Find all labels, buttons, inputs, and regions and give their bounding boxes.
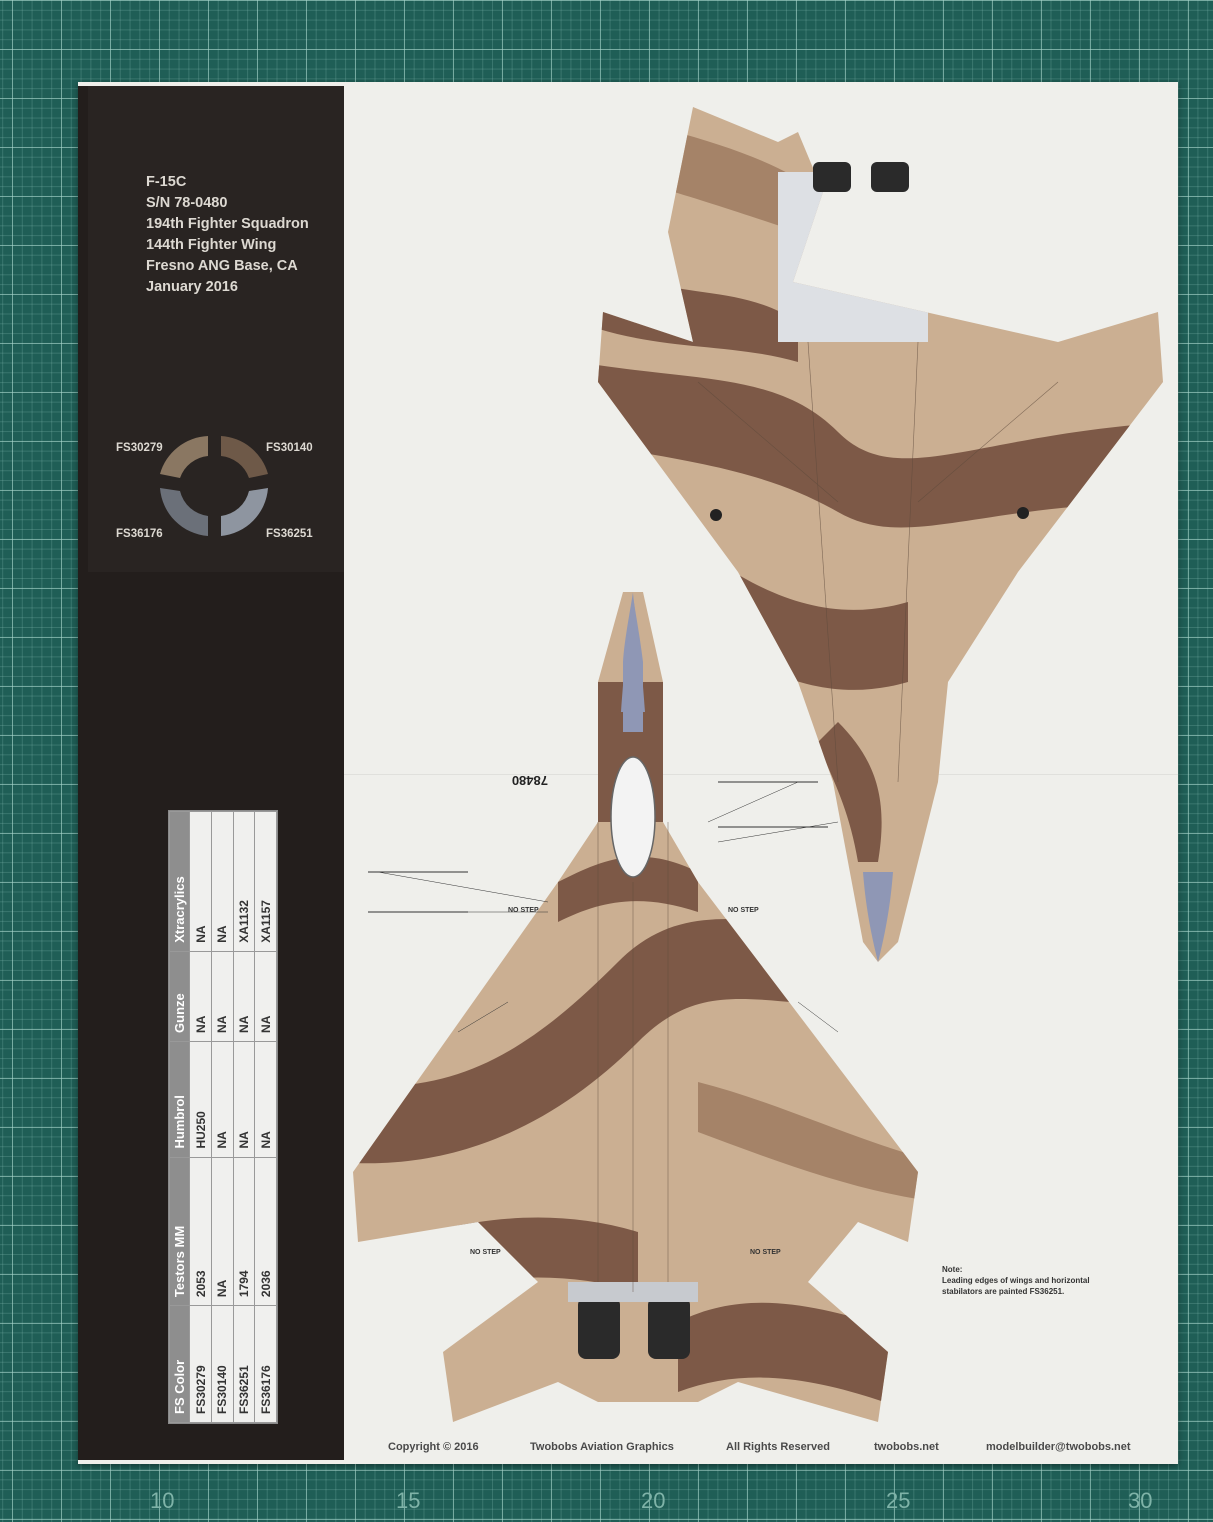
swatch-label: FS36251	[266, 528, 313, 540]
canopy	[610, 756, 656, 878]
camo-band	[558, 856, 698, 922]
color-swatch-ring	[160, 436, 268, 536]
info-panel: F-15C S/N 78-0480 194th Fighter Squadron…	[78, 86, 344, 1460]
grey-engine-bay	[778, 172, 928, 342]
radome	[863, 872, 893, 962]
aircraft-type: F-15C	[146, 174, 187, 190]
engine-nozzle	[578, 1297, 620, 1359]
swatch-label: FS30140	[266, 442, 313, 454]
footer-email: modelbuilder@twobobs.net	[986, 1441, 1131, 1453]
aircraft-squadron: 194th Fighter Squadron	[146, 216, 309, 232]
aircraft-base: Fresno ANG Base, CA	[146, 258, 298, 274]
footer-rights: All Rights Reserved	[726, 1441, 830, 1453]
footer-copyright: Copyright © 2016	[388, 1441, 479, 1453]
aircraft-date: January 2016	[146, 279, 238, 295]
info-panel-header	[88, 86, 344, 572]
ruler-mark: 30	[1128, 1488, 1153, 1513]
stencil-placeholders	[368, 781, 828, 913]
instruction-sheet: F-15C S/N 78-0480 194th Fighter Squadron…	[78, 82, 1178, 1464]
footer-site: twobobs.net	[874, 1441, 939, 1453]
radome-tip	[621, 594, 645, 712]
footer-company: Twobobs Aviation Graphics	[530, 1441, 674, 1453]
stencil-no-step: NO STEP	[750, 1249, 781, 1256]
pylon-marker	[710, 509, 722, 521]
stencil-no-step: NO STEP	[508, 907, 539, 914]
engine-nozzle	[648, 1297, 690, 1359]
swatch-fs30279	[160, 436, 208, 478]
note-heading: Note:	[942, 1265, 963, 1274]
swatch-label: FS30279	[116, 442, 163, 454]
swatch-fs36176	[160, 488, 208, 536]
swatch-fs36251	[221, 488, 268, 536]
ruler-mark: 15	[396, 1488, 421, 1513]
engine-nozzle	[813, 162, 851, 192]
note-text: Leading edges of wings and horizontal st…	[942, 1276, 1090, 1296]
aircraft-drawings: 78480 NO STEP NO STEP NO STEP NO STEP	[353, 107, 1163, 1422]
camo-patch	[698, 1082, 918, 1202]
paint-reference-table: FS Color Testors MM Humbrol Gunze Xtracr…	[168, 810, 278, 1424]
swatch-label: FS36176	[116, 528, 163, 540]
ruler-mark: 25	[886, 1488, 911, 1513]
aircraft-info: F-15C S/N 78-0480 194th Fighter Squadron…	[146, 172, 309, 298]
stencil-no-step: NO STEP	[470, 1249, 501, 1256]
camo-band	[598, 362, 1163, 528]
ruler-mark: 10	[150, 1488, 175, 1513]
stencil-no-step: NO STEP	[728, 907, 759, 914]
camo-band	[818, 722, 882, 862]
stencil-serial-tail: 78480	[512, 773, 548, 788]
swatch-fs30140	[221, 436, 268, 478]
painting-note: Note: Leading edges of wings and horizon…	[942, 1264, 1112, 1297]
aircraft-wing: 144th Fighter Wing	[146, 237, 277, 253]
pylon-marker	[1017, 507, 1029, 519]
aircraft-serial: S/N 78-0480	[146, 195, 228, 211]
engine-nozzle	[871, 162, 909, 192]
camo-band	[898, 122, 1163, 302]
camo-band	[678, 1302, 918, 1422]
ruler-mark: 20	[641, 1488, 666, 1513]
